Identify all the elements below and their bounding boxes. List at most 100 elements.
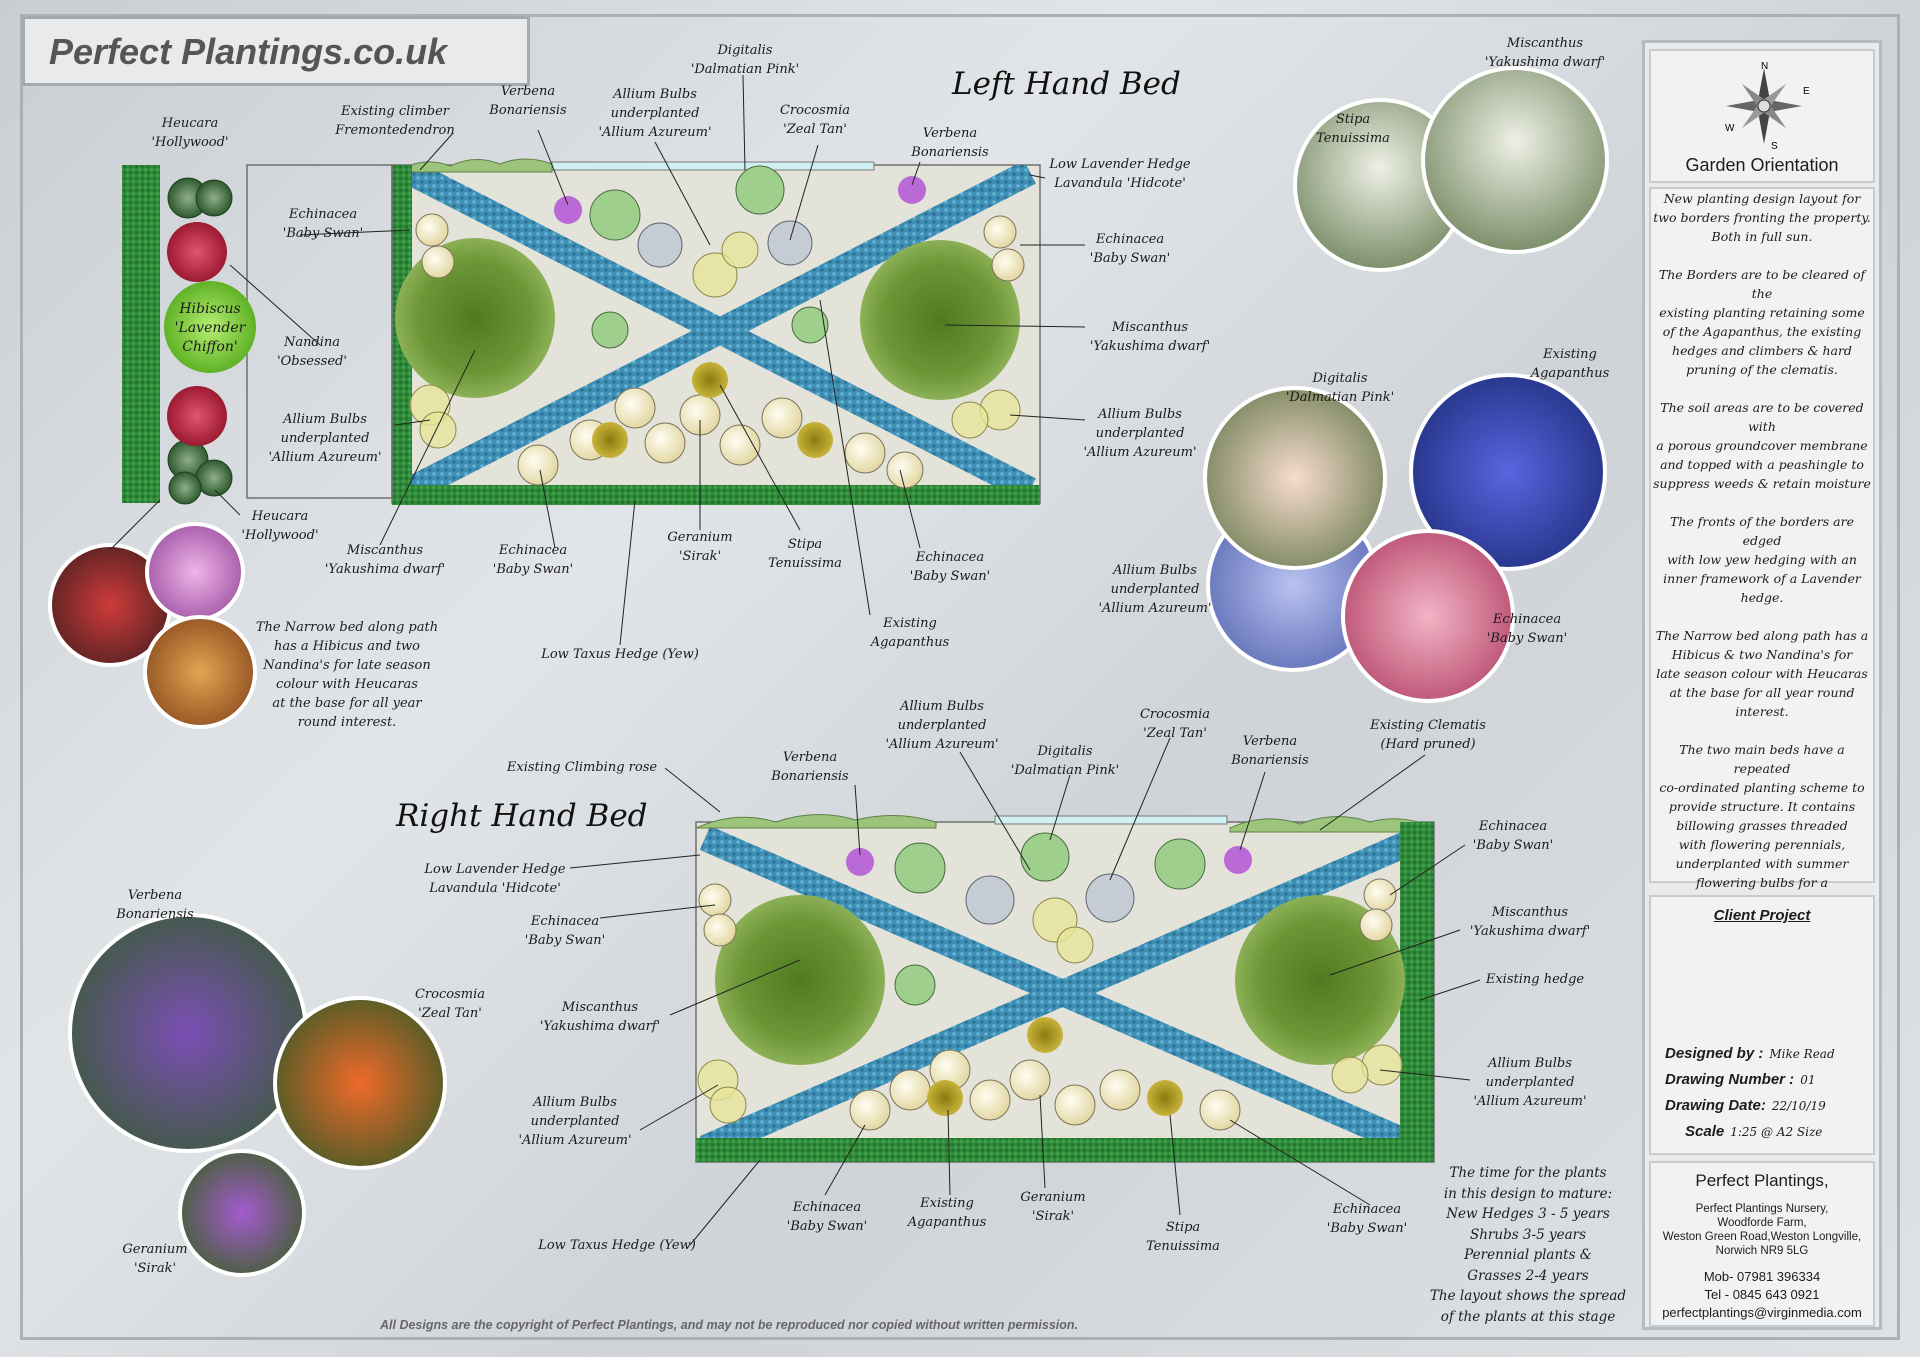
right-bed-window bbox=[994, 815, 1228, 825]
left-echinacea bbox=[983, 215, 1017, 249]
narrow-bed-note: The Narrow bed along path has a Hibicus … bbox=[255, 620, 439, 730]
label-r-echinacea-bottom-l: Echinacea 'Baby Swan' bbox=[786, 1200, 868, 1234]
label-geranium: Geranium 'Sirak' bbox=[667, 530, 733, 564]
right-echinacea bbox=[1359, 908, 1393, 942]
label-r-verbena-1: Verbena Bonariensis bbox=[771, 750, 849, 784]
company-name: Perfect Plantings, bbox=[1695, 1171, 1829, 1190]
label-hibiscus: Hibiscus 'Lavender Chiffon' bbox=[174, 301, 246, 355]
drawing-date-row: Drawing Date:22/10/19 bbox=[1665, 1097, 1826, 1114]
left-echinacea bbox=[844, 432, 886, 474]
label-verbena-1: Verbena Bonariensis bbox=[489, 84, 567, 118]
right-echinacea bbox=[969, 1079, 1011, 1121]
garden-orientation-label: Garden Orientation bbox=[1685, 155, 1839, 175]
photo-label-stipa: Stipa Tenuissima bbox=[1316, 112, 1390, 146]
label-r-echinacea-left: Echinacea 'Baby Swan' bbox=[524, 914, 606, 948]
label-miscanthus-right: Miscanthus 'Yakushima dwarf' bbox=[1089, 320, 1211, 354]
right-miscanthus-2 bbox=[1235, 895, 1405, 1065]
leader-lines bbox=[109, 74, 1481, 1246]
maturity-note: The time for the plants in this design t… bbox=[1429, 1165, 1627, 1325]
label-r-crocosmia: Crocosmia 'Zeal Tan' bbox=[1139, 707, 1210, 741]
label-heucara-top: Heucara 'Hollywood' bbox=[151, 116, 229, 150]
designed-by-label: Designed by : bbox=[1665, 1045, 1764, 1062]
right-echinacea bbox=[849, 1089, 891, 1131]
label-r-verbena-2: Verbena Bonariensis bbox=[1231, 734, 1309, 768]
left-crocosmia bbox=[767, 220, 813, 266]
compass-w: W bbox=[1725, 123, 1735, 134]
left-bed bbox=[391, 158, 1041, 505]
photo-miscanthus bbox=[1421, 66, 1609, 254]
photo-label-miscanthus: Miscanthus 'Yakushima dwarf' bbox=[1484, 36, 1606, 70]
left-miscanthus-2 bbox=[860, 240, 1020, 400]
title-block-sidebar: N E S W Garden Orientation New planting … bbox=[1642, 40, 1882, 1330]
label-echinacea-right: Echinacea 'Baby Swan' bbox=[1089, 232, 1171, 266]
right-stipa bbox=[1027, 1017, 1063, 1053]
narrow-bed bbox=[122, 164, 393, 505]
label-r-allium-left: Allium Bulbs underplanted 'Allium Azureu… bbox=[518, 1095, 632, 1148]
label-echinacea-bottom-r: Echinacea 'Baby Swan' bbox=[909, 550, 991, 584]
left-echinacea bbox=[614, 387, 656, 429]
left-verbena-2 bbox=[898, 176, 926, 204]
compass-e: E bbox=[1803, 86, 1810, 97]
left-crocosmia bbox=[637, 222, 683, 268]
right-digitalis bbox=[1154, 838, 1206, 890]
left-echinacea bbox=[719, 424, 761, 466]
label-existing-climber: Existing climber Fremontedendron bbox=[335, 104, 455, 138]
label-r-geranium: Geranium 'Sirak' bbox=[1020, 1190, 1086, 1224]
orientation-box: N E S W Garden Orientation bbox=[1649, 49, 1875, 183]
photo-crocosmia bbox=[273, 996, 447, 1170]
copyright-notice: All Designs are the copyright of Perfect… bbox=[380, 1318, 1079, 1332]
right-echinacea bbox=[703, 913, 737, 947]
left-digitalis bbox=[791, 306, 829, 344]
nandina-1 bbox=[167, 222, 227, 282]
page-frame bbox=[20, 14, 1900, 1340]
label-echinacea-left: Echinacea 'Baby Swan' bbox=[282, 207, 364, 241]
right-bed bbox=[695, 814, 1435, 1163]
left-echinacea bbox=[761, 397, 803, 439]
left-taxus-hedge-front bbox=[392, 485, 1040, 505]
left-existing-climber bbox=[399, 158, 553, 173]
right-bed-title: Right Hand Bed bbox=[396, 798, 648, 834]
email-address[interactable]: perfectplantings@virginmedia.com bbox=[1662, 1305, 1862, 1320]
label-r-allium-right: Allium Bulbs underplanted 'Allium Azureu… bbox=[1473, 1056, 1587, 1109]
drawing-number-label: Drawing Number : bbox=[1665, 1071, 1795, 1088]
company-box: Perfect Plantings, Perfect Plantings Nur… bbox=[1649, 1161, 1875, 1327]
left-lavender-hedge-diag2 bbox=[404, 165, 1036, 502]
label-verbena-2: Verbena Bonariensis bbox=[911, 126, 989, 160]
left-verbena-1 bbox=[554, 196, 582, 224]
label-r-lavender-hedge: Low Lavender Hedge Lavandula 'Hidcote' bbox=[424, 862, 566, 896]
photo-label-allium: Allium Bulbs underplanted 'Allium Azureu… bbox=[1098, 563, 1212, 616]
left-echinacea bbox=[517, 444, 559, 486]
drawing-date-label: Drawing Date: bbox=[1665, 1097, 1766, 1114]
left-echinacea bbox=[415, 213, 449, 247]
address-line-2: Woodforde Farm, bbox=[1717, 1217, 1807, 1229]
label-r-miscanthus-left: Miscanthus 'Yakushima dwarf' bbox=[539, 1000, 661, 1034]
left-allium bbox=[692, 252, 738, 298]
hibiscus bbox=[164, 281, 256, 373]
left-digitalis bbox=[735, 165, 785, 215]
label-digitalis: Digitalis 'Dalmatian Pink' bbox=[690, 43, 800, 77]
design-description: New planting design layout for two borde… bbox=[1653, 191, 1871, 928]
right-miscanthus-1 bbox=[715, 895, 885, 1065]
right-allium bbox=[709, 1086, 747, 1124]
photo-label-digitalis: Digitalis 'Dalmatian Pink' bbox=[1285, 371, 1395, 405]
right-existing-hedge bbox=[1400, 822, 1434, 1162]
right-stipa bbox=[1147, 1080, 1183, 1116]
label-r-stipa: Stipa Tenuissima bbox=[1146, 1220, 1220, 1254]
photo-verbena bbox=[68, 913, 308, 1153]
right-digitalis bbox=[894, 842, 946, 894]
right-echinacea bbox=[1099, 1069, 1141, 1111]
label-miscanthus-bottom: Miscanthus 'Yakushima dwarf' bbox=[324, 543, 446, 577]
right-crocosmia bbox=[965, 875, 1015, 925]
right-echinacea bbox=[1009, 1059, 1051, 1101]
right-digitalis bbox=[1020, 832, 1070, 882]
label-r-echinacea-bottom-r: Echinacea 'Baby Swan' bbox=[1326, 1202, 1408, 1236]
photo-echinacea bbox=[1341, 529, 1515, 703]
photo-agapanthus bbox=[1409, 373, 1607, 571]
photo-geranium bbox=[178, 1149, 306, 1277]
label-r-agapanthus: Existing Agapanthus bbox=[907, 1196, 987, 1230]
right-stipa bbox=[927, 1080, 963, 1116]
right-echinacea bbox=[1054, 1084, 1096, 1126]
description-box bbox=[1649, 187, 1875, 883]
